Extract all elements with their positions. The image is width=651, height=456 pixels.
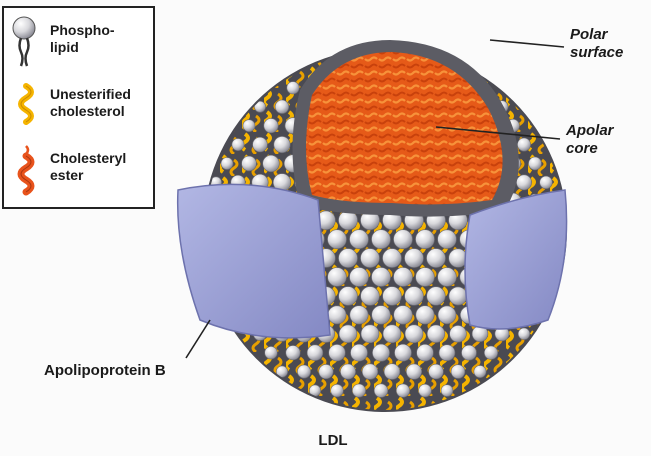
- phospholipid-head: [253, 137, 268, 152]
- phospholipid-head: [417, 344, 434, 361]
- phospholipid-head: [384, 364, 400, 380]
- phospholipid-head: [287, 82, 299, 94]
- phospholipid-head: [405, 287, 424, 306]
- phospholipid-head: [339, 287, 358, 306]
- phospholipid-head: [352, 384, 365, 397]
- phospholipid-head: [427, 325, 445, 343]
- apolipoprotein-b-label: Apolipoprotein B: [44, 362, 166, 380]
- phospholipid-head: [427, 287, 446, 306]
- phospholipid-head: [372, 306, 391, 325]
- phospholipid-head: [328, 268, 347, 287]
- phospholipid-head: [242, 156, 257, 171]
- phospholipid-head: [361, 287, 380, 306]
- cholesterol-icon: [8, 78, 48, 136]
- legend-label-phospholipid: Phospho- lipid: [50, 22, 115, 56]
- phospholipid-head: [529, 157, 542, 170]
- phospholipid-head: [518, 328, 530, 340]
- phospholipid-head: [484, 346, 497, 359]
- phospholipid-head: [395, 344, 412, 361]
- phospholipid-head: [221, 158, 233, 170]
- phospholipid-head: [372, 344, 389, 361]
- phospholipid-head: [517, 138, 530, 151]
- phospholipid-head: [351, 344, 368, 361]
- phospholipid-head: [307, 345, 323, 361]
- phospholipid-head: [319, 364, 333, 378]
- phospholipid-head: [405, 325, 423, 343]
- phospholipid-head: [427, 249, 446, 268]
- apolar-core-label: Apolar core: [566, 122, 614, 158]
- phospholipid-head: [419, 384, 432, 397]
- legend-item-cholesterol: Unesterified cholesterol: [4, 76, 153, 136]
- phospholipid-head: [438, 268, 457, 287]
- phospholipid-head: [450, 325, 467, 342]
- phospholipid-head: [439, 345, 455, 361]
- phospholipid-head: [372, 230, 391, 249]
- phospholipid-head: [263, 155, 280, 172]
- phospholipid-head: [396, 384, 409, 397]
- phospholipid-head: [350, 230, 369, 249]
- legend-item-cholesteryl-ester: Cholesteryl ester: [4, 140, 153, 200]
- phospholipid-head: [331, 384, 344, 397]
- phospholipid-head: [275, 100, 289, 114]
- legend-item-phospholipid: Phospho- lipid: [4, 12, 153, 72]
- phospholipid-head: [362, 364, 378, 380]
- legend-label-cholesteryl-ester: Cholesteryl ester: [50, 150, 126, 184]
- phospholipid-head: [265, 346, 278, 359]
- phospholipid-head: [441, 385, 453, 397]
- phospholipid-head: [383, 325, 401, 343]
- polar-surface-label: Polar surface: [570, 26, 623, 62]
- phospholipid-head: [350, 306, 368, 324]
- phospholipid-head: [339, 325, 357, 343]
- phospholipid-head: [339, 249, 358, 268]
- phospholipid-head: [438, 306, 456, 324]
- ldl-caption: LDL: [288, 432, 378, 449]
- phospholipid-head: [540, 176, 553, 189]
- phospholipid-head: [438, 230, 457, 249]
- apolipoprotein-left-patch: [178, 184, 330, 337]
- phospholipid-head: [361, 325, 379, 343]
- phospholipid-head: [416, 230, 435, 249]
- phospholipid-head: [328, 306, 346, 324]
- cholesteryl-ester-icon: [8, 142, 48, 200]
- phospholipid-head: [286, 346, 300, 360]
- legend-box: Phospho- lipid Unesterified cholesterol …: [2, 6, 155, 209]
- phospholipid-head: [451, 365, 465, 379]
- apolipoprotein-line: [186, 320, 210, 358]
- phospholipid-head: [416, 306, 434, 324]
- phospholipid-head: [449, 287, 467, 305]
- phospholipid-head: [264, 119, 278, 133]
- polar-surface-line: [490, 40, 564, 47]
- phospholipid-head: [340, 364, 355, 379]
- phospholipid-head: [232, 139, 244, 151]
- phospholipid-head: [405, 249, 424, 268]
- phospholipid-head: [372, 268, 391, 287]
- phospholipid-head: [394, 230, 413, 249]
- phospholipid-head: [394, 268, 413, 287]
- phospholipid-head: [383, 287, 402, 306]
- phospholipid-head: [516, 175, 531, 190]
- phospholipid-icon: [8, 14, 48, 72]
- phospholipid-head: [350, 268, 369, 287]
- phospholipid-head: [243, 120, 255, 132]
- apolar-core: [293, 40, 519, 217]
- phospholipid-head: [462, 345, 477, 360]
- phospholipid-head: [429, 364, 444, 379]
- apolipoprotein-right-patch: [465, 190, 567, 329]
- phospholipid-head: [329, 344, 346, 361]
- legend-label-cholesterol: Unesterified cholesterol: [50, 86, 131, 120]
- phospholipid-head: [383, 249, 402, 268]
- phospholipid-head: [394, 306, 413, 325]
- phospholipid-head: [297, 365, 310, 378]
- phospholipid-head: [361, 249, 380, 268]
- phospholipid-head: [416, 268, 435, 287]
- phospholipid-head: [274, 136, 290, 152]
- phospholipid-head: [374, 384, 388, 398]
- phospholipid-head: [474, 366, 486, 378]
- phospholipid-head: [328, 230, 347, 249]
- phospholipid-head: [406, 364, 421, 379]
